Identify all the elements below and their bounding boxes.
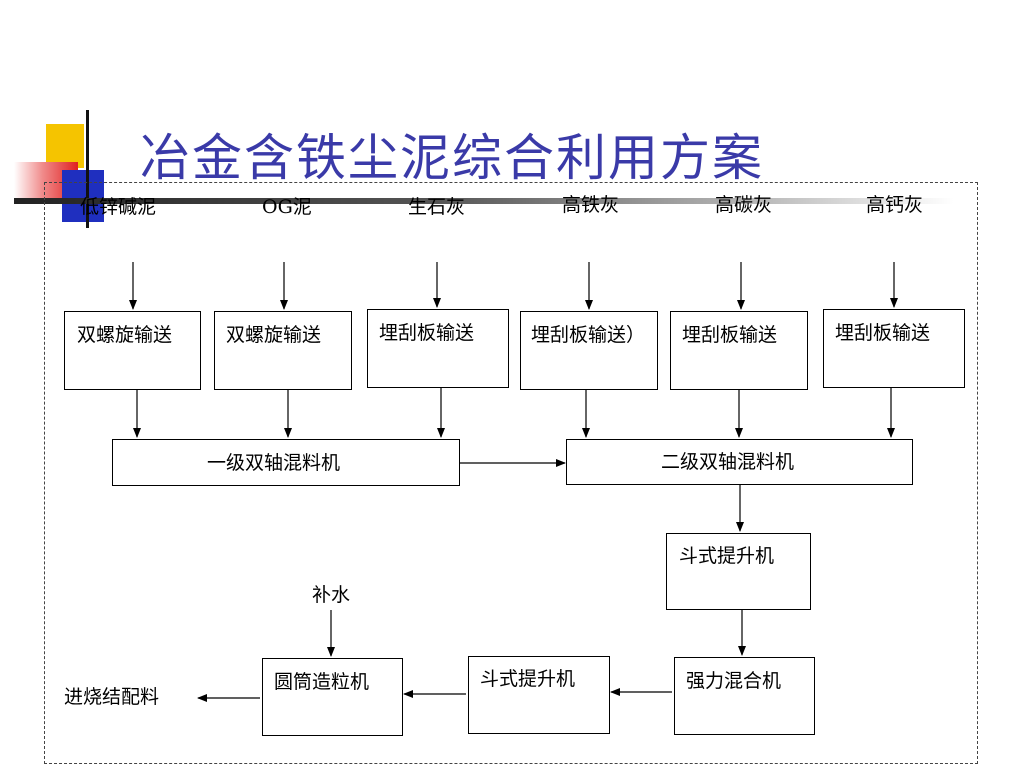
page-title: 冶金含铁尘泥综合利用方案 (140, 129, 764, 187)
conveyor-label-5: 埋刮板输送 (682, 324, 778, 346)
elevator1-box: 斗式提升机 (666, 533, 811, 610)
output-label: 进烧结配料 (64, 686, 160, 708)
source-label-1: 低锌碱泥 (80, 196, 157, 218)
intensive-mixer-label: 强力混合机 (686, 670, 782, 692)
source-label-2: OG泥 (262, 196, 312, 218)
source-label-4: 高铁灰 (562, 194, 620, 216)
granulator-label: 圆筒造粒机 (274, 671, 370, 693)
title-underline-bar (14, 198, 954, 204)
title-decoration-vertical-line (86, 110, 89, 228)
title-decoration-yellow-square (46, 124, 84, 168)
mixer1-box: 一级双轴混料机 (112, 439, 460, 486)
conveyor-label-4: 埋刮板输送） (531, 324, 646, 346)
diagram-frame (44, 182, 978, 764)
title-decoration-blue-square (62, 170, 104, 222)
elevator2-box: 斗式提升机 (468, 656, 610, 734)
source-label-3: 生石灰 (408, 196, 466, 218)
conveyor-label-6: 埋刮板输送 (835, 322, 931, 344)
mixer1-label: 一级双轴混料机 (207, 452, 341, 474)
elevator1-label: 斗式提升机 (679, 545, 775, 567)
conveyor-box-5: 埋刮板输送 (670, 311, 808, 390)
source-label-5: 高碳灰 (715, 194, 773, 216)
source-label-6: 高钙灰 (866, 194, 924, 216)
conveyor-label-1: 双螺旋输送 (77, 324, 173, 346)
conveyor-label-2: 双螺旋输送 (226, 324, 322, 346)
water-label: 补水 (312, 584, 351, 606)
intensive-mixer-box: 强力混合机 (674, 657, 815, 735)
conveyor-box-1: 双螺旋输送 (64, 311, 201, 390)
granulator-box: 圆筒造粒机 (262, 658, 403, 736)
conveyor-box-2: 双螺旋输送 (214, 311, 352, 390)
conveyor-label-3: 埋刮板输送 (379, 322, 475, 344)
conveyor-box-4: 埋刮板输送） (520, 311, 658, 390)
conveyor-box-3: 埋刮板输送 (367, 309, 509, 388)
mixer2-label: 二级双轴混料机 (661, 451, 795, 473)
conveyor-box-6: 埋刮板输送 (823, 309, 965, 388)
mixer2-box: 二级双轴混料机 (566, 439, 913, 485)
elevator2-label: 斗式提升机 (480, 668, 576, 690)
